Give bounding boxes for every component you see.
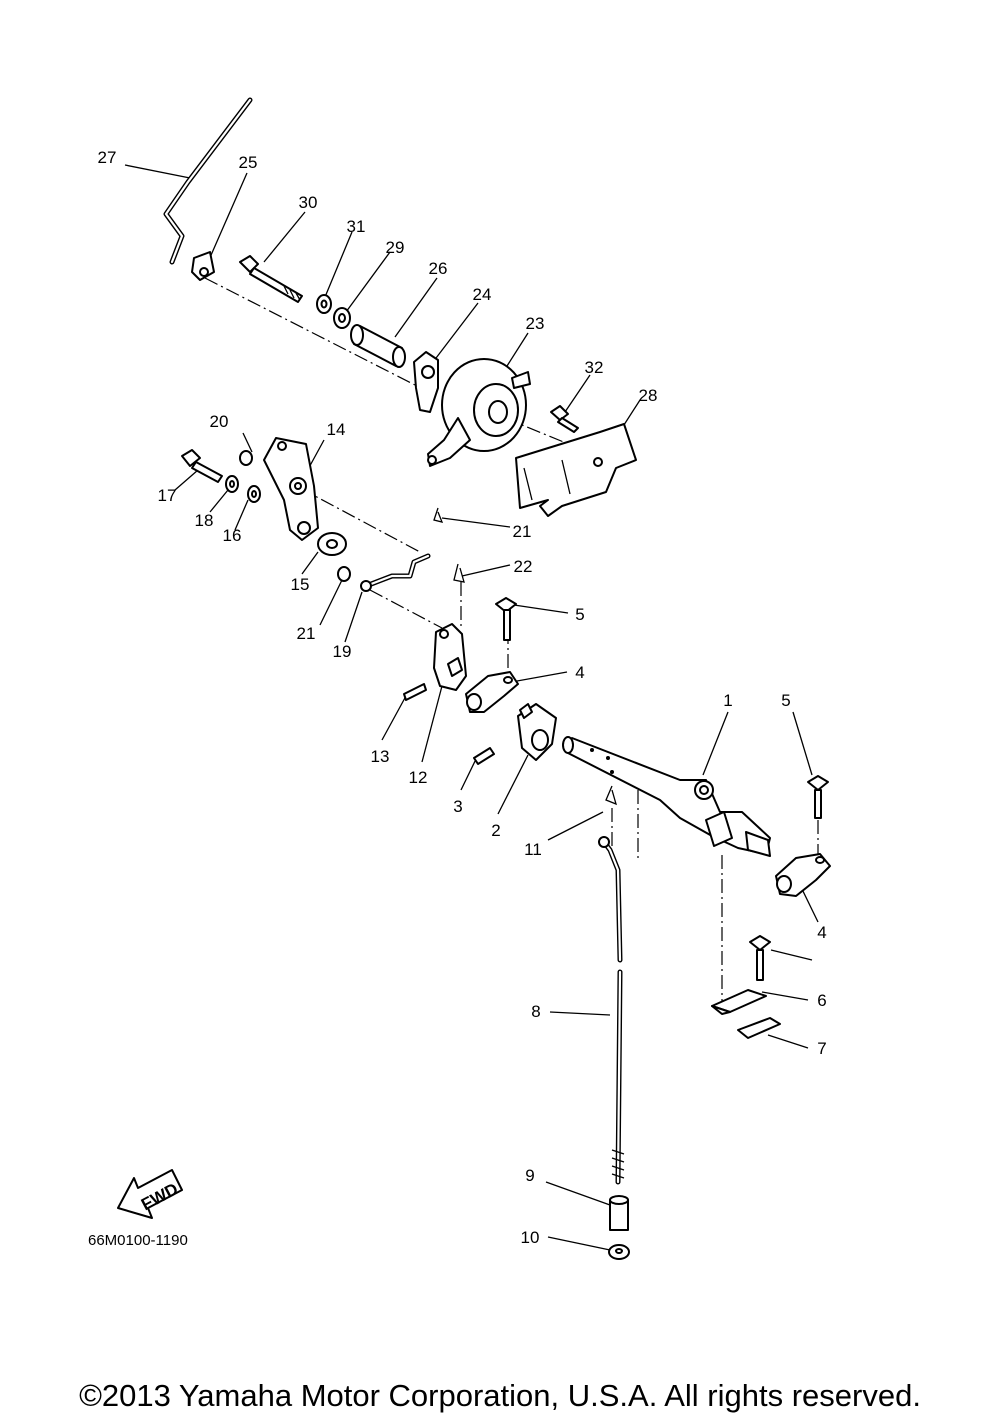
washer-30	[333, 307, 351, 329]
callout-17: 17	[158, 486, 177, 505]
control-rod-20	[360, 553, 431, 592]
callout-26: 26	[429, 259, 448, 278]
bracket-29	[515, 423, 637, 517]
washer-17	[247, 485, 261, 503]
callout-32: 32	[585, 358, 604, 377]
clamp-4-upper	[465, 671, 519, 713]
pin-14	[403, 683, 427, 701]
throttle-lever-25	[413, 351, 439, 413]
callout-21: 21	[297, 624, 316, 643]
screw-33	[550, 405, 579, 433]
callout-3: 3	[453, 797, 462, 816]
plate-7	[737, 1017, 781, 1039]
shift-shaft-1	[562, 736, 771, 857]
clip-12	[605, 785, 617, 806]
callout-16: 16	[223, 526, 242, 545]
callout-24: 24	[473, 285, 492, 304]
bolt-18	[181, 449, 223, 483]
callout-labels: 1234455678910111213141516171819202121222…	[98, 148, 827, 1247]
accelerator-lever-15	[263, 437, 319, 541]
callout-19: 19	[333, 642, 352, 661]
callout-6: 6	[817, 991, 826, 1010]
shift-lever-2	[517, 703, 557, 761]
callout-22: 22	[514, 557, 533, 576]
collar-16	[317, 532, 347, 556]
washer-21-upper	[239, 450, 253, 466]
callout-31: 31	[347, 217, 366, 236]
callout-20: 20	[210, 412, 229, 431]
callout-9: 9	[525, 1166, 534, 1185]
collar-27	[350, 324, 406, 368]
nut-11	[608, 1244, 630, 1260]
throttle-link-rod	[163, 97, 253, 265]
washer-32	[316, 294, 332, 314]
diagram-code: 66M0100-1190	[88, 1232, 188, 1249]
callout-4: 4	[817, 923, 826, 942]
clip-23	[453, 563, 465, 583]
callout-8: 8	[531, 1002, 540, 1021]
lever-13	[433, 623, 467, 691]
callout-2: 2	[491, 821, 500, 840]
callout-18: 18	[195, 511, 214, 530]
link-joint	[191, 251, 215, 281]
callout-4: 4	[575, 663, 584, 682]
callout-29: 29	[386, 238, 405, 257]
callout-25: 25	[239, 153, 258, 172]
bolt-31	[239, 255, 303, 303]
callout-21: 21	[513, 522, 532, 541]
collar-10	[609, 1195, 629, 1231]
callout-27: 27	[98, 148, 117, 167]
fwd-arrow: FWD	[117, 1169, 183, 1219]
plate-6	[711, 989, 767, 1015]
clip-22	[433, 507, 444, 523]
bolt-5-upper	[495, 597, 517, 641]
callout-30: 30	[299, 193, 318, 212]
callout-1: 1	[723, 691, 732, 710]
callout-23: 23	[526, 314, 545, 333]
callout-10: 10	[521, 1228, 540, 1247]
bolt-5-lower	[807, 775, 829, 819]
callout-7: 7	[817, 1039, 826, 1058]
copyright-notice: ©2013 Yamaha Motor Corporation, U.S.A. A…	[79, 1378, 921, 1413]
callout-15: 15	[291, 575, 310, 594]
throttle-cam-24	[427, 358, 531, 467]
callout-5: 5	[781, 691, 790, 710]
callout-11: 11	[524, 840, 542, 859]
washer-19	[225, 475, 239, 493]
callout-14: 14	[327, 420, 346, 439]
callout-28: 28	[639, 386, 658, 405]
pin-3	[473, 747, 495, 765]
callout-5: 5	[575, 605, 584, 624]
callout-13: 13	[371, 747, 390, 766]
bolt-8	[749, 935, 771, 981]
clamp-4-lower	[775, 853, 831, 897]
washer-21-lower	[337, 566, 351, 582]
callout-12: 12	[409, 768, 428, 787]
shift-rod-9	[598, 836, 625, 1185]
